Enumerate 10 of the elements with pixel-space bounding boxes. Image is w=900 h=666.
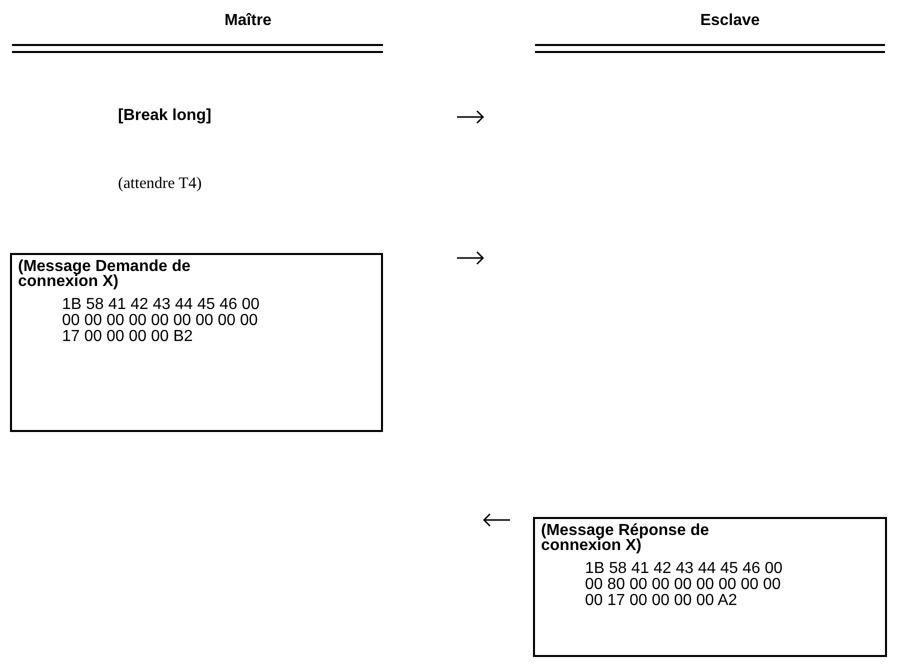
hex-bytes: 1B 58 41 42 43 44 45 46 00 00 80 00 00 00 00 00 00 00 00 17 00 00 00 00 A2 — [585, 561, 784, 609]
message-title: (Message Demande de connexion X) — [18, 259, 192, 289]
message-box — [533, 517, 887, 657]
hex-bytes: 1B 58 41 42 43 44 45 46 00 00 00 00 00 00 00 00 00 00 17 00 00 00 00 B2 — [62, 297, 261, 345]
message-title: (Message Réponse de connexion X) — [541, 523, 710, 553]
column-header: Maître — [223, 12, 273, 30]
message-box — [10, 253, 383, 432]
step-label: [Break long] — [118, 107, 212, 125]
note: (attendre T4) — [118, 175, 202, 193]
column-header: Esclave — [699, 12, 761, 30]
